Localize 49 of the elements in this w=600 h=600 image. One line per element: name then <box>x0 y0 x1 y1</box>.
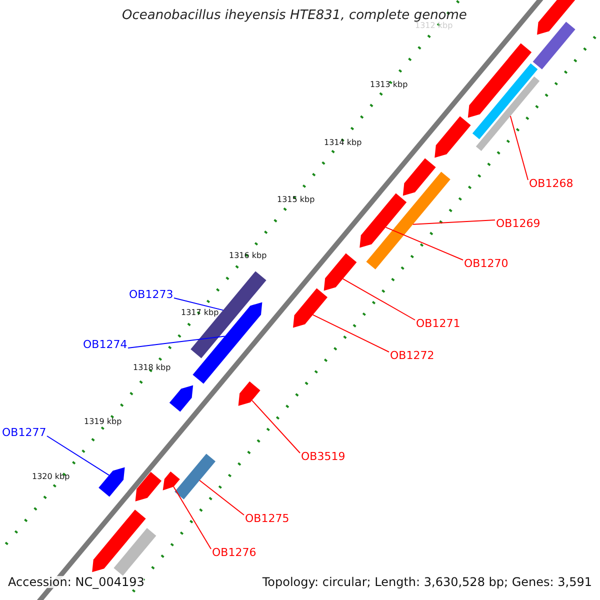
leader-line <box>46 436 110 476</box>
gene-feature <box>532 22 576 70</box>
leader-line <box>412 220 496 225</box>
gene-label: OB1271 <box>416 318 460 329</box>
gene-feature <box>324 253 357 291</box>
accession-text: Accession: NC_004193 <box>8 576 144 588</box>
gene-label: OB1273 <box>129 289 174 300</box>
gene-feature <box>366 172 450 270</box>
gene-feature <box>169 385 194 412</box>
gene-feature <box>174 454 216 500</box>
leader-line <box>199 480 244 516</box>
leader-line <box>174 298 224 311</box>
leader-line <box>510 116 528 180</box>
gene-feature <box>468 43 532 118</box>
gene-label: OB1277 <box>2 427 46 438</box>
gene-label: OB1270 <box>464 258 508 269</box>
position-label: 1313 kbp <box>370 81 408 89</box>
leader-line <box>128 336 226 348</box>
gene-label: OB1276 <box>212 547 256 558</box>
gene-feature <box>472 63 538 140</box>
gene-label: OB1269 <box>496 218 540 229</box>
gene-feature <box>293 288 328 328</box>
gene-label: OB3519 <box>301 451 346 462</box>
genome-summary-text: Topology: circular; Length: 3,630,528 bp; Genes: 3,591 <box>262 576 592 588</box>
leader-line <box>252 400 300 454</box>
position-label: 1319 kbp <box>84 418 122 426</box>
gene-feature <box>92 510 146 572</box>
gene-feature <box>98 467 125 497</box>
gene-feature <box>114 528 156 576</box>
gene-feature <box>434 116 471 158</box>
title: Oceanobacillus iheyensis HTE831, complete genome <box>122 9 467 22</box>
leader-line <box>342 278 416 320</box>
position-label: 1320 kbp <box>32 473 70 481</box>
gene-label: OB1274 <box>83 339 128 350</box>
leader-line <box>312 314 390 352</box>
position-label: 1314 kbp <box>324 139 362 147</box>
leader-line <box>385 226 464 260</box>
leader-line <box>173 486 212 550</box>
gene-feature <box>476 76 540 151</box>
position-label: 1317 kbp <box>181 309 219 317</box>
gene-label: OB1275 <box>245 513 290 524</box>
position-label: 1316 kbp <box>229 252 267 260</box>
gene-feature <box>402 158 436 196</box>
gene-feature <box>360 193 407 248</box>
gene-feature <box>238 381 260 406</box>
position-label: 1318 kbp <box>133 364 171 372</box>
gene-label: OB1268 <box>529 178 574 189</box>
position-label: 1315 kbp <box>277 196 315 204</box>
gene-label: OB1272 <box>390 350 434 361</box>
